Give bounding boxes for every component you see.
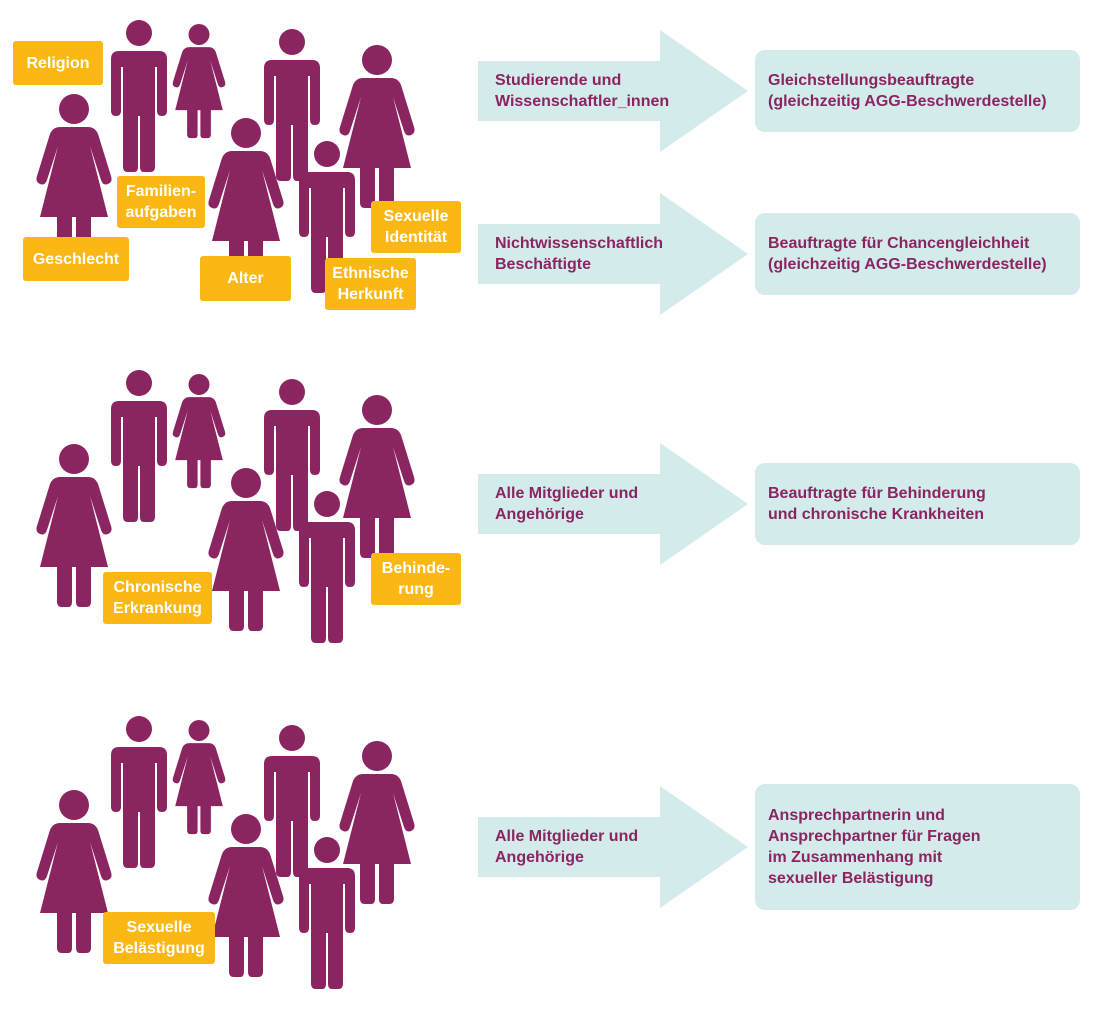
people-figures xyxy=(36,370,415,643)
tag-religion: Religion xyxy=(13,41,103,85)
man-figure xyxy=(264,29,320,181)
tag-ethnische-herkunft: Ethnische Herkunft xyxy=(325,258,416,310)
arrow-studierende: Studierende und Wissenschaftler_innen xyxy=(478,30,748,152)
man-figure xyxy=(264,725,320,877)
box-behinderung: Beauftragte für Behinderung und chronisc… xyxy=(755,463,1080,545)
woman-figure xyxy=(208,814,284,977)
people-group-3: Sexuelle Belästigung xyxy=(0,714,470,1024)
tag-behinderung: Behinde- rung xyxy=(371,553,461,605)
arrow-shape xyxy=(478,193,748,315)
people-figures xyxy=(36,20,415,293)
arrow-alle-mitglieder-1: Alle Mitglieder und Angehörige xyxy=(478,443,748,565)
man-figure xyxy=(299,837,355,989)
man-figure xyxy=(264,379,320,531)
people-figures xyxy=(36,716,415,989)
tag-familienaufgaben: Familien- aufgaben xyxy=(117,176,205,228)
man-figure xyxy=(111,20,167,172)
woman-figure xyxy=(339,741,415,904)
woman-figure xyxy=(172,720,226,835)
man-figure xyxy=(111,370,167,522)
woman-figure xyxy=(339,395,415,558)
arrow-label: Alle Mitglieder und Angehörige xyxy=(495,485,639,523)
tag-chronische-erkrankung: Chronische Erkrankung xyxy=(103,572,212,624)
arrow-shape xyxy=(478,443,748,565)
tag-alter: Alter xyxy=(200,256,291,301)
people-group-2: Chronische Erkrankung Behinde- rung xyxy=(0,368,470,678)
box-chancengleichheit: Beauftragte für Chancengleichheit (gleic… xyxy=(755,213,1080,295)
woman-figure xyxy=(172,374,226,489)
woman-figure xyxy=(339,45,415,208)
woman-figure xyxy=(36,94,112,257)
arrow-label: Alle Mitglieder und Angehörige xyxy=(495,828,639,866)
tag-sexuelle-belaestigung: Sexuelle Belästigung xyxy=(103,912,215,964)
people-group-1: Religion Familien- aufgaben Geschlecht A… xyxy=(0,18,470,328)
box-gleichstellungsbeauftragte: Gleichstellungsbeauftragte (gleichzeitig… xyxy=(755,50,1080,132)
box-ansprechpartner: Ansprechpartnerin und Ansprechpartner fü… xyxy=(755,784,1080,910)
woman-figure xyxy=(208,468,284,631)
arrow-nichtwissenschaftlich: Nichtwissenschaftlich Beschäftigte xyxy=(478,193,748,315)
woman-figure xyxy=(36,790,112,953)
man-figure xyxy=(299,491,355,643)
tag-geschlecht: Geschlecht xyxy=(23,237,129,281)
man-figure xyxy=(111,716,167,868)
arrow-label: Nichtwissenschaftlich Beschäftigte xyxy=(495,235,664,273)
tag-sexuelle-identitaet: Sexuelle Identität xyxy=(371,201,461,253)
arrow-label: Studierende und Wissenschaftler_innen xyxy=(495,72,670,110)
woman-figure xyxy=(208,118,284,281)
woman-figure xyxy=(36,444,112,607)
arrow-shape xyxy=(478,786,748,908)
arrow-alle-mitglieder-2: Alle Mitglieder und Angehörige xyxy=(478,786,748,908)
arrow-shape xyxy=(478,30,748,152)
woman-figure xyxy=(172,24,226,139)
